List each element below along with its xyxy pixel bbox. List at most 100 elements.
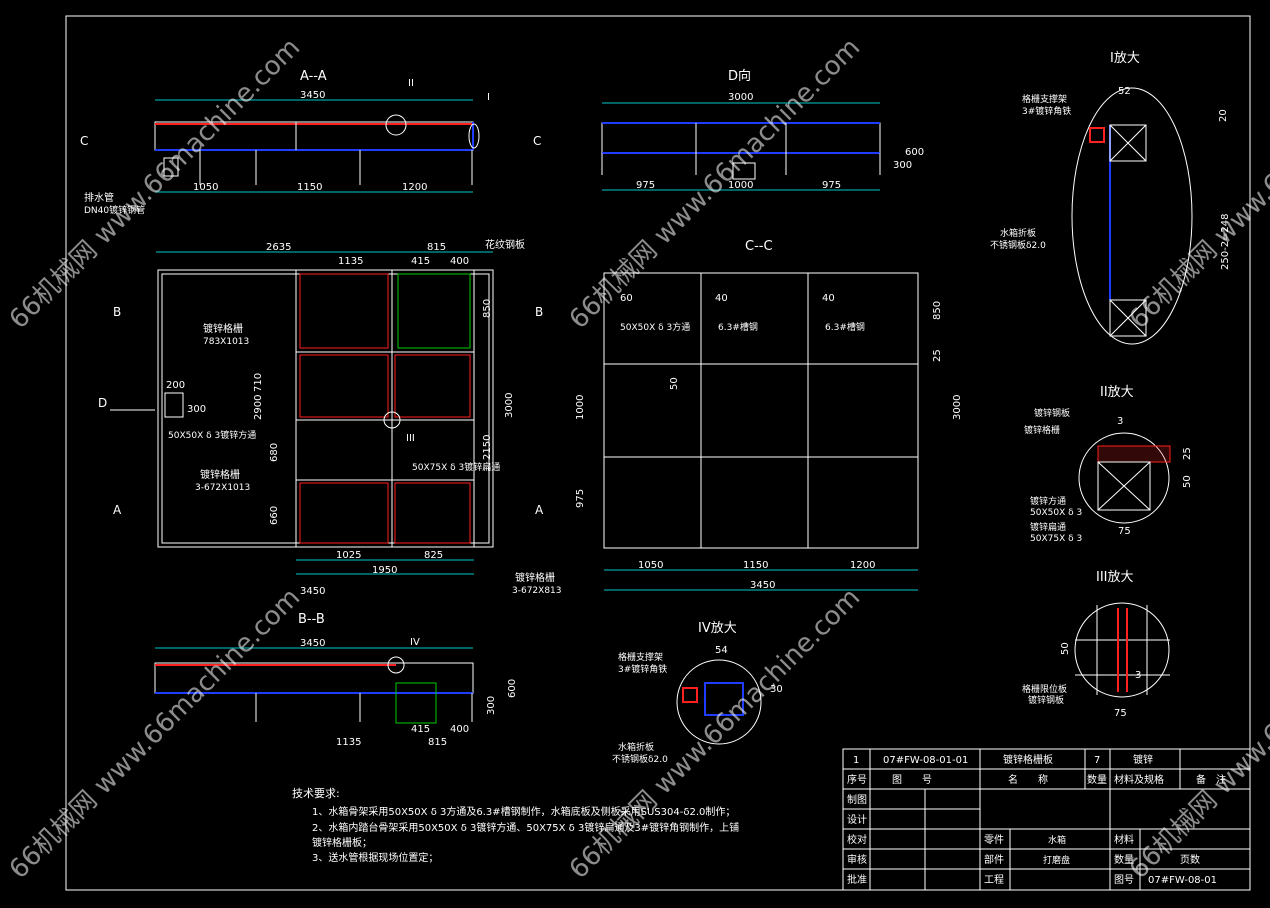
plan-dim-1025: 1025 (336, 550, 361, 561)
watermark-3: 66机械网 www.66machine.com (1124, 33, 1270, 335)
iv-dim-54: 54 (715, 645, 728, 656)
cc-label-ch2: 6.3#槽钢 (825, 321, 865, 333)
plan-label-tube: 50X50X δ 3镀锌方通 (168, 429, 256, 441)
plan-box-300: 300 (187, 404, 206, 415)
cc-dim-850: 850 (932, 301, 943, 320)
tb-qty: 7 (1094, 755, 1100, 766)
bb-dim-300: 300 (486, 696, 497, 715)
tb-material: 镀锌 (1133, 753, 1153, 766)
tb-drafted: 制图 (847, 793, 867, 806)
grate-3 (394, 354, 471, 418)
view-bb: B--B 3450 IV 600 300 1135 415 400 815 (154, 612, 518, 748)
view-bb-title: B--B (298, 612, 325, 627)
plan-dim-3000: 3000 (504, 393, 515, 418)
ii-label-tube-size: 50X50X δ 3 (1030, 508, 1082, 518)
plan-dim-710: 710 (253, 373, 264, 392)
plan-label-grate3-size: 3-672X813 (512, 586, 562, 596)
detail-i: I放大 52 20 250-2=248 格栅支撑架 3#镀锌角铁 水箱折板 不锈… (990, 51, 1231, 345)
i-label-angle: 3#镀锌角铁 (1022, 105, 1071, 117)
ii-dim-50: 50 (1182, 475, 1193, 488)
detail-iii-title: III放大 (1096, 570, 1134, 585)
ii-dim-75: 75 (1118, 526, 1131, 537)
drain-spec: DN40镀锌钢管 (84, 204, 145, 216)
cc-dim-40a: 40 (715, 293, 728, 304)
tb-h-material: 材料及规格 (1114, 773, 1164, 786)
plan-dim-815: 815 (427, 242, 446, 253)
detail-iv-title: IV放大 (698, 621, 737, 636)
grate-4 (299, 482, 389, 544)
grate-2 (299, 354, 389, 418)
cc-dim-1050: 1050 (638, 560, 663, 571)
cc-dim-50: 50 (669, 377, 680, 390)
watermark-1: 66机械网 www.66machine.com (4, 33, 306, 335)
plan-dim-660: 660 (269, 506, 280, 525)
iii-dim-50: 50 (1060, 642, 1071, 655)
plan-dim-850: 850 (482, 299, 493, 318)
ii-dim-25: 25 (1182, 447, 1193, 460)
bubble-i: I (487, 92, 490, 103)
d-dim-975b: 975 (822, 180, 841, 191)
plan-dim-415: 415 (411, 256, 430, 267)
view-aa-title: A--A (300, 69, 327, 84)
aa-dim-3450: 3450 (300, 90, 325, 101)
cc-dim-1150: 1150 (743, 560, 768, 571)
note-2-cont: 镀锌格栅板； (312, 836, 372, 849)
cc-dim-3000: 3000 (952, 395, 963, 420)
section-c-right: C (533, 134, 541, 148)
tb-part-value: 水箱 (1048, 834, 1066, 846)
cc-label-tube: 50X50X δ 3方通 (620, 321, 690, 333)
bb-dim-600: 600 (507, 679, 518, 698)
bubble-iii: III (406, 433, 415, 444)
plan-dim-3450: 3450 (300, 586, 325, 597)
plan-label-plate: 花纹钢板 (485, 238, 525, 251)
detail-ii-marker (385, 114, 407, 136)
tb-h-remarks: 备 注 (1196, 773, 1226, 786)
detail-ii-title: II放大 (1100, 385, 1134, 400)
cc-dim-40b: 40 (822, 293, 835, 304)
iii-label-plate: 格栅限位板 (1022, 683, 1067, 695)
view-plan: 2635 815 1135 415 400 花纹钢板 III 200 300 B… (98, 238, 562, 597)
plan-dim-680: 680 (269, 443, 280, 462)
section-b-left: B (113, 305, 121, 319)
ii-label-flat: 镀锌扁通 (1030, 521, 1066, 533)
note-2: 2、水箱内踏台骨架采用50X50X δ 3镀锌方通、50X75X δ 3镀锌扁通… (312, 821, 739, 834)
plan-dim-2150: 2150 (482, 435, 493, 460)
section-c-left: C (80, 134, 88, 148)
cc-dim-975: 975 (575, 489, 586, 508)
aa-dim-1150: 1150 (297, 182, 322, 193)
d-dim-975a: 975 (636, 180, 655, 191)
cc-dim-3450: 3450 (750, 580, 775, 591)
bb-dim-3450: 3450 (300, 638, 325, 649)
plan-label-grate1: 镀锌格栅 (203, 322, 243, 335)
tb-code-label: 图号 (1114, 874, 1134, 886)
i-dim-248: 250-2=248 (1220, 213, 1231, 270)
detail-ii: II放大 3 25 50 75 镀锌钢板 镀锌格栅 镀锌方通 50X50X δ … (1024, 385, 1193, 544)
checker-plate (397, 273, 471, 349)
plan-dim-2900: 2900 (253, 395, 264, 420)
tb-qty-label: 数量 (1114, 853, 1134, 866)
detail-iv: IV放大 54 30 格栅支撑架 3#镀锌角铁 水箱折板 不锈钢板δ2.0 (612, 621, 783, 765)
iii-dim-75: 75 (1114, 708, 1127, 719)
plan-dim-400: 400 (450, 256, 469, 267)
view-cc-title: C--C (745, 239, 773, 254)
i-label-steel: 不锈钢板δ2.0 (990, 239, 1046, 251)
section-a-right: A (535, 503, 544, 517)
grate-1 (299, 273, 389, 349)
note-1: 1、水箱骨架采用50X50X δ 3方通及6.3#槽钢制作，水箱底板及侧板采用S… (312, 805, 735, 818)
plan-box-200: 200 (166, 380, 185, 391)
plan-dim-1135: 1135 (338, 256, 363, 267)
iv-label-fold: 水箱折板 (618, 741, 654, 753)
tb-part-label: 零件 (984, 834, 1004, 846)
tb-h-seq: 序号 (847, 773, 867, 786)
tb-reviewed: 审核 (847, 853, 867, 866)
view-cc: C--C 60 40 40 50 850 25 1000 3000 975 10… (575, 239, 963, 591)
cc-dim-1000: 1000 (575, 395, 586, 420)
i-label-fold: 水箱折板 (1000, 227, 1036, 239)
bb-dim-400: 400 (450, 724, 469, 735)
tb-comp-label: 部件 (984, 853, 1004, 866)
ii-label-plate: 镀锌钢板 (1034, 407, 1070, 419)
sheet-border (65, 15, 1251, 891)
note-3: 3、送水管根据现场位置定； (312, 851, 438, 864)
plan-label-grate1-size: 783X1013 (203, 337, 249, 347)
